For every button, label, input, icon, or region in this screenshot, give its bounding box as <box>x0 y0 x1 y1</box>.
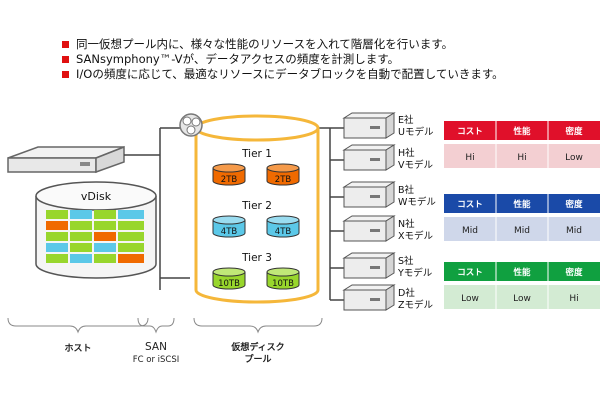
bullet-item: SANsymphony™-Vが、データアクセスの頻度を計測します。 <box>62 52 504 67</box>
disk-icon: 10TB <box>212 267 246 290</box>
column-header-density: 密度 <box>564 267 583 278</box>
vendor-model: Zモデル <box>398 299 434 311</box>
vdisk-blocks <box>46 210 144 263</box>
disk-capacity: 10TB <box>272 279 294 289</box>
vendor-model: Uモデル <box>398 126 434 138</box>
disk-icon: 2TB <box>212 163 246 186</box>
tier-3: Tier 3 10TB 10TB <box>212 252 300 290</box>
attribute-table-2: コスト 性能 密度 Mid Mid Mid <box>444 194 600 241</box>
tier-1: Tier 1 2TB 2TB <box>212 148 300 186</box>
disk-capacity: 10TB <box>218 279 240 289</box>
attribute-table-1: コスト 性能 密度 Hi Hi Low <box>444 121 600 168</box>
host-server <box>7 145 125 174</box>
attribute-table-3: コスト 性能 密度 Low Low Hi <box>444 262 600 309</box>
pool-caption-line2: プール <box>244 353 271 365</box>
vendor-labels: E社 Uモデル H社 Vモデル B社 Wモデル N社 Xモデル S社 Yモデル … <box>397 114 436 311</box>
column-header-performance: 性能 <box>513 199 531 210</box>
performance-value: Low <box>513 294 531 304</box>
disk-icon: 4TB <box>266 215 300 238</box>
bullet-item: 同一仮想プール内に、様々な性能のリソースを入れて階層化を行います。 <box>62 37 504 52</box>
cost-value: Mid <box>462 226 478 236</box>
vendor-model: Xモデル <box>398 230 434 242</box>
tier-label: Tier 1 <box>241 148 272 160</box>
disk-icon: 4TB <box>212 215 246 238</box>
vendor-name: N社 <box>398 218 415 230</box>
storage-server-icon <box>342 181 396 208</box>
storage-server-icon <box>342 284 396 311</box>
column-header-performance: 性能 <box>513 126 531 137</box>
column-header-cost: コスト <box>457 200 483 210</box>
vendor-model: Wモデル <box>398 196 436 208</box>
vdisk-cylinder: vDisk <box>35 181 157 279</box>
pool-caption: 仮想ディスク <box>230 341 284 353</box>
vendor-name: E社 <box>398 114 414 126</box>
bullet-list: 同一仮想プール内に、様々な性能のリソースを入れて階層化を行います。 SANsym… <box>62 37 504 82</box>
storage-server-icon <box>342 252 396 279</box>
disk-capacity: 4TB <box>275 227 292 237</box>
column-header-density: 密度 <box>564 199 583 210</box>
vendor-model: Yモデル <box>397 267 433 279</box>
disk-icon: 2TB <box>266 163 300 186</box>
san-caption: SAN <box>145 341 167 353</box>
disk-icon: 10TB <box>266 267 300 290</box>
vendor-name: B社 <box>398 184 415 196</box>
disk-capacity: 2TB <box>275 175 292 185</box>
storage-server-icon <box>342 144 396 171</box>
storage-server-icon <box>342 112 396 139</box>
san-network <box>124 127 344 301</box>
cost-value: Low <box>461 294 479 304</box>
bullet-item: I/Oの頻度に応じて、最適なリソースにデータブロックを自動で配置していきます。 <box>62 67 504 82</box>
column-header-cost: コスト <box>457 268 483 278</box>
density-value: Mid <box>566 226 582 236</box>
density-value: Low <box>565 153 583 163</box>
storage-server-icon <box>342 215 396 242</box>
san-protocol-caption: FC or iSCSI <box>133 355 180 365</box>
caption-brackets <box>7 317 323 334</box>
vdisk-label: vDisk <box>81 190 112 203</box>
disk-capacity: 4TB <box>221 227 238 237</box>
disk-capacity: 2TB <box>221 175 238 185</box>
vendor-model: Vモデル <box>398 159 433 171</box>
density-value: Hi <box>569 294 578 304</box>
performance-value: Mid <box>514 226 530 236</box>
tier-label: Tier 2 <box>241 200 272 212</box>
column-header-density: 密度 <box>564 126 583 137</box>
column-header-performance: 性能 <box>513 267 531 278</box>
cost-value: Hi <box>465 153 474 163</box>
vendor-name: H社 <box>398 147 415 159</box>
pool-icon <box>179 113 203 137</box>
column-header-cost: コスト <box>457 127 483 137</box>
tier-label: Tier 3 <box>241 252 272 264</box>
tier-2: Tier 2 4TB 4TB <box>212 200 300 238</box>
host-caption: ホスト <box>64 343 91 354</box>
storage-servers <box>342 112 396 311</box>
vendor-name: S社 <box>398 255 414 267</box>
performance-value: Hi <box>517 153 526 163</box>
vendor-name: D社 <box>398 287 415 299</box>
